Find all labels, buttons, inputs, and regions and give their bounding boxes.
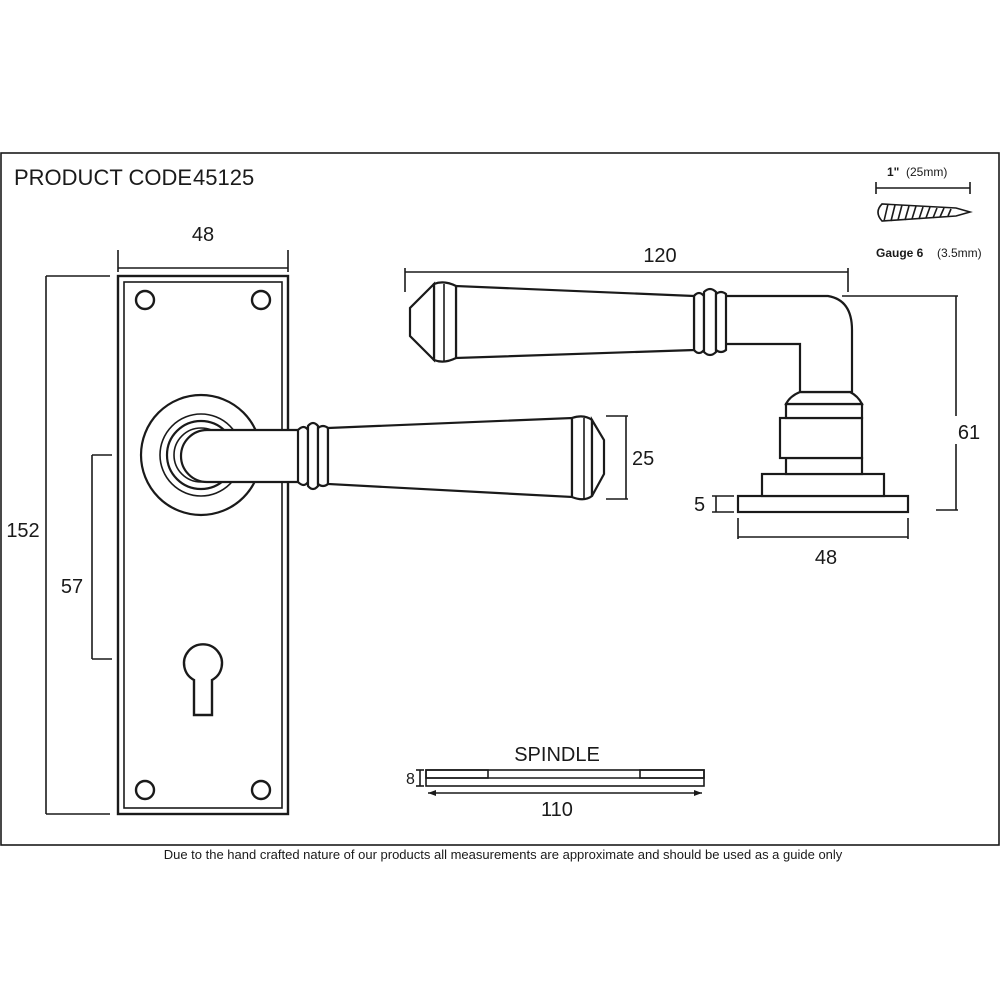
screw-hole-bottom-left (134, 779, 156, 801)
screw-hole-top-right (250, 289, 272, 311)
dim-lever-to-keyhole-label: 57 (61, 576, 83, 598)
product-code-label: PRODUCT CODE (14, 165, 192, 190)
drawing-frame (0, 152, 1000, 846)
screw-length-mm: (25mm) (906, 165, 947, 179)
product-code-value: 45125 (193, 165, 254, 190)
lever-side-view (408, 281, 910, 514)
screw-detail: 1" (25mm) Gauge 6 (3.5mm) (875, 165, 982, 260)
keyhole (182, 643, 224, 717)
dim-rose-thickness: 5 (694, 494, 734, 516)
screw-hole-bottom-right (250, 779, 272, 801)
dim-rose-width-label: 48 (815, 547, 837, 569)
spindle-title: SPINDLE (514, 744, 600, 766)
spindle-length-label: 110 (541, 799, 573, 821)
dim-rose-width: 48 (737, 518, 909, 569)
dim-lever-depth: 25 (606, 415, 654, 500)
backplate-front-view (116, 274, 290, 816)
dim-plate-width-label: 48 (192, 224, 214, 246)
dim-lever-length: 120 (404, 245, 849, 292)
dim-lever-length-label: 120 (643, 245, 676, 267)
dim-plate-height-label: 152 (6, 520, 39, 542)
spindle-square-label: 8 (406, 771, 415, 788)
screw-icon (877, 203, 973, 222)
dim-lever-to-keyhole: 57 (54, 454, 112, 660)
screw-gauge-mm: (3.5mm) (937, 246, 982, 260)
dim-plate-height: 152 (2, 275, 110, 815)
lever-front-view (139, 393, 606, 517)
spindle-detail: SPINDLE 8 110 (406, 744, 705, 821)
dim-projection-label: 61 (958, 422, 980, 444)
dim-rose-thickness-label: 5 (694, 494, 705, 516)
screw-hole-top-left (134, 289, 156, 311)
dim-lever-depth-label: 25 (632, 448, 654, 470)
disclaimer-note: Due to the hand crafted nature of our pr… (164, 847, 843, 862)
screw-gauge-label: Gauge 6 (876, 246, 924, 260)
dim-projection: 61 (842, 295, 986, 511)
screw-length-label: 1" (887, 165, 899, 179)
dim-plate-width: 48 (117, 224, 289, 272)
